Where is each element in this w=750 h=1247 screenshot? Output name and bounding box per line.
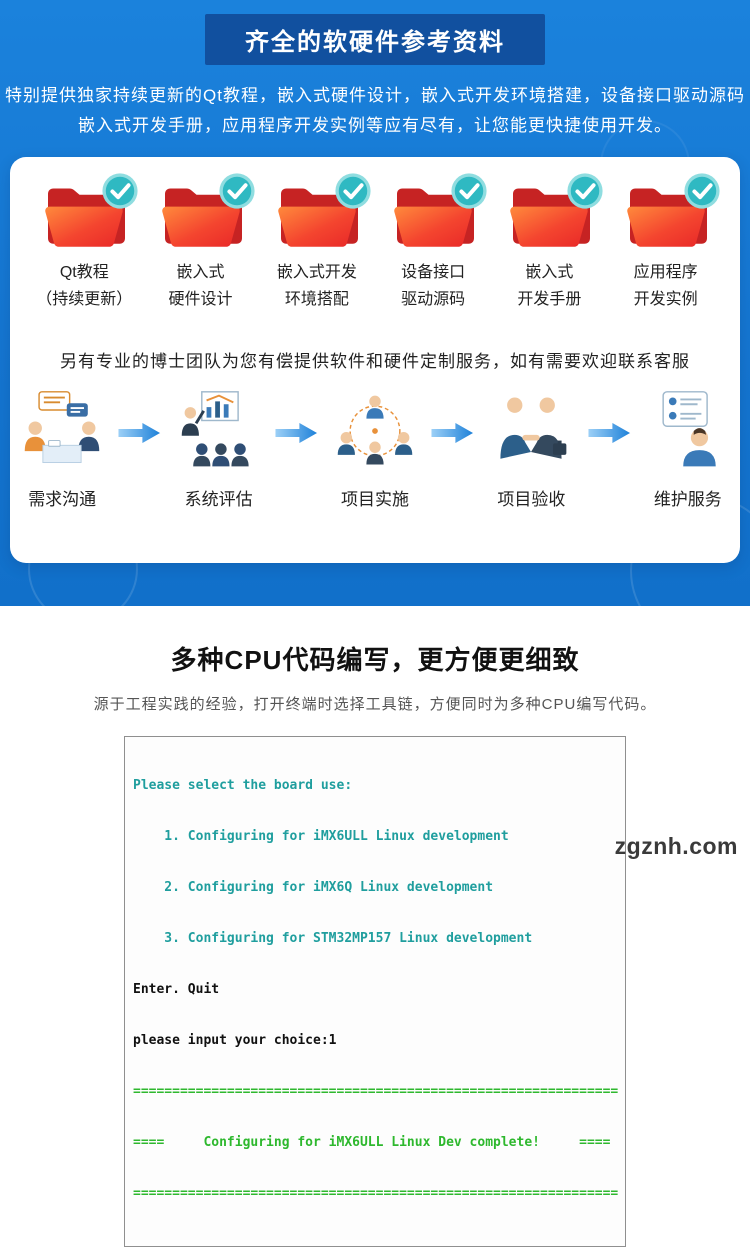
resource-label-line1: Qt教程: [59, 264, 109, 281]
hero-description-line1: 特别提供独家持续更新的Qt教程，嵌入式硬件设计，嵌入式开发环境搭建，设备接口驱动…: [5, 86, 745, 105]
resource-label-line2: 驱动源码: [401, 291, 466, 308]
consultation-illustration: [24, 391, 100, 464]
resource-label-line2: 环境搭配: [284, 291, 349, 308]
process-step-acceptance: 项目验收: [479, 388, 583, 510]
process-step-label: 项目实施: [341, 490, 409, 509]
folder-icon: [275, 173, 371, 249]
custom-service-note: 另有专业的博士团队为您有偿提供软件和硬件定制服务，如有需要欢迎联系客服: [60, 352, 690, 371]
process-step-consultation: 需求沟通: [10, 388, 114, 510]
terminal-line: ==== Configuring for iMX6ULL Linux Dev c…: [133, 1135, 611, 1150]
resource-label: 嵌入式开发 环境搭配: [261, 259, 373, 313]
resource-label-line1: 嵌入式开发: [276, 264, 357, 281]
evaluation-illustration: [181, 391, 249, 467]
arrow-right-icon: [586, 421, 632, 445]
resource-list: Qt教程 （持续更新）: [10, 173, 740, 313]
resource-item-qt-tutorial: Qt教程 （持续更新）: [28, 173, 140, 313]
process-step-label: 项目验收: [497, 490, 566, 509]
folder-icon: [624, 173, 720, 249]
check-icon: [218, 172, 256, 210]
terminal-screenshot: Please select the board use: 1. Configur…: [124, 736, 626, 1247]
resource-item-driver-source: 设备接口 驱动源码: [377, 173, 489, 313]
arrow-right-icon: [430, 421, 476, 445]
cpu-section: 多种CPU代码编写，更方便更细致 源于工程实践的经验，打开终端时选择工具链，方便…: [0, 606, 750, 1247]
arrow-right-icon: [274, 421, 320, 445]
check-icon: [334, 172, 372, 210]
resource-item-app-examples: 应用程序 开发实例: [610, 173, 722, 313]
process-step-evaluation: 系统评估: [166, 388, 270, 510]
resource-label-line2: 开发手册: [517, 291, 582, 308]
resource-label: 设备接口 驱动源码: [377, 259, 489, 313]
terminal-line: 3. Configuring for STM32MP157 Linux deve…: [133, 931, 533, 946]
hero-description: 特别提供独家持续更新的Qt教程，嵌入式硬件设计，嵌入式开发环境搭建，设备接口驱动…: [0, 81, 750, 141]
hero-section: 齐全的软硬件参考资料 特别提供独家持续更新的Qt教程，嵌入式硬件设计，嵌入式开发…: [0, 0, 750, 606]
terminal-line: ========================================…: [133, 1186, 619, 1201]
check-icon: [101, 172, 139, 210]
process-step-label: 系统评估: [184, 490, 253, 509]
resource-item-dev-manual: 嵌入式 开发手册: [493, 173, 605, 313]
resource-label-line2: 硬件设计: [168, 291, 233, 308]
terminal-line: please input your choice:1: [133, 1033, 337, 1048]
resource-label-line2: 开发实例: [633, 291, 698, 308]
cpu-section-title: 多种CPU代码编写，更方便更细致: [170, 645, 580, 675]
acceptance-illustration: [500, 397, 567, 459]
hero-description-line2: 嵌入式开发手册，应用程序开发实例等应有尽有，让您能更快捷使用开发。: [78, 116, 672, 135]
cpu-section-subtitle: 源于工程实践的经验，打开终端时选择工具链，方便同时为多种CPU编写代码。: [93, 696, 657, 713]
check-icon: [450, 172, 488, 210]
section-title-banner: 齐全的软硬件参考资料: [205, 14, 545, 65]
resource-label-line1: 应用程序: [633, 264, 698, 281]
process-flow: 需求沟通: [10, 388, 740, 510]
resource-label: 嵌入式 开发手册: [493, 259, 605, 313]
terminal-line: ========================================…: [133, 1084, 619, 1099]
resource-label: 应用程序 开发实例: [610, 259, 722, 313]
resource-label: 嵌入式 硬件设计: [145, 259, 257, 313]
terminal-line: Enter. Quit: [133, 982, 220, 997]
site-watermark: zgznh.com: [614, 833, 738, 859]
process-step-label: 维护服务: [653, 490, 722, 509]
arrow-right-icon: [117, 421, 163, 445]
check-icon: [683, 172, 721, 210]
terminal-line: 1. Configuring for iMX6ULL Linux develop…: [133, 829, 509, 844]
resource-item-dev-environment: 嵌入式开发 环境搭配: [261, 173, 373, 313]
process-step-label: 需求沟通: [28, 490, 97, 509]
folder-icon: [507, 173, 603, 249]
terminal-line: Please select the board use:: [133, 778, 353, 793]
resource-label: Qt教程 （持续更新）: [28, 259, 140, 313]
process-step-maintenance: 维护服务: [636, 388, 740, 510]
terminal-line: 2. Configuring for iMX6Q Linux developme…: [133, 880, 494, 895]
check-icon: [566, 172, 604, 210]
folder-icon: [391, 173, 487, 249]
resource-label-line2: （持续更新）: [36, 291, 133, 308]
resource-item-hardware-design: 嵌入式 硬件设计: [145, 173, 257, 313]
process-step-implementation: 项目实施: [323, 388, 427, 510]
resource-label-line1: 嵌入式: [525, 264, 574, 281]
maintenance-illustration: [662, 391, 716, 467]
resources-card: Qt教程 （持续更新）: [10, 157, 740, 563]
folder-icon: [159, 173, 255, 249]
implementation-illustration: [337, 395, 413, 465]
folder-icon: [42, 173, 138, 249]
resource-label-line1: 嵌入式: [176, 264, 225, 281]
resource-label-line1: 设备接口: [401, 264, 466, 281]
